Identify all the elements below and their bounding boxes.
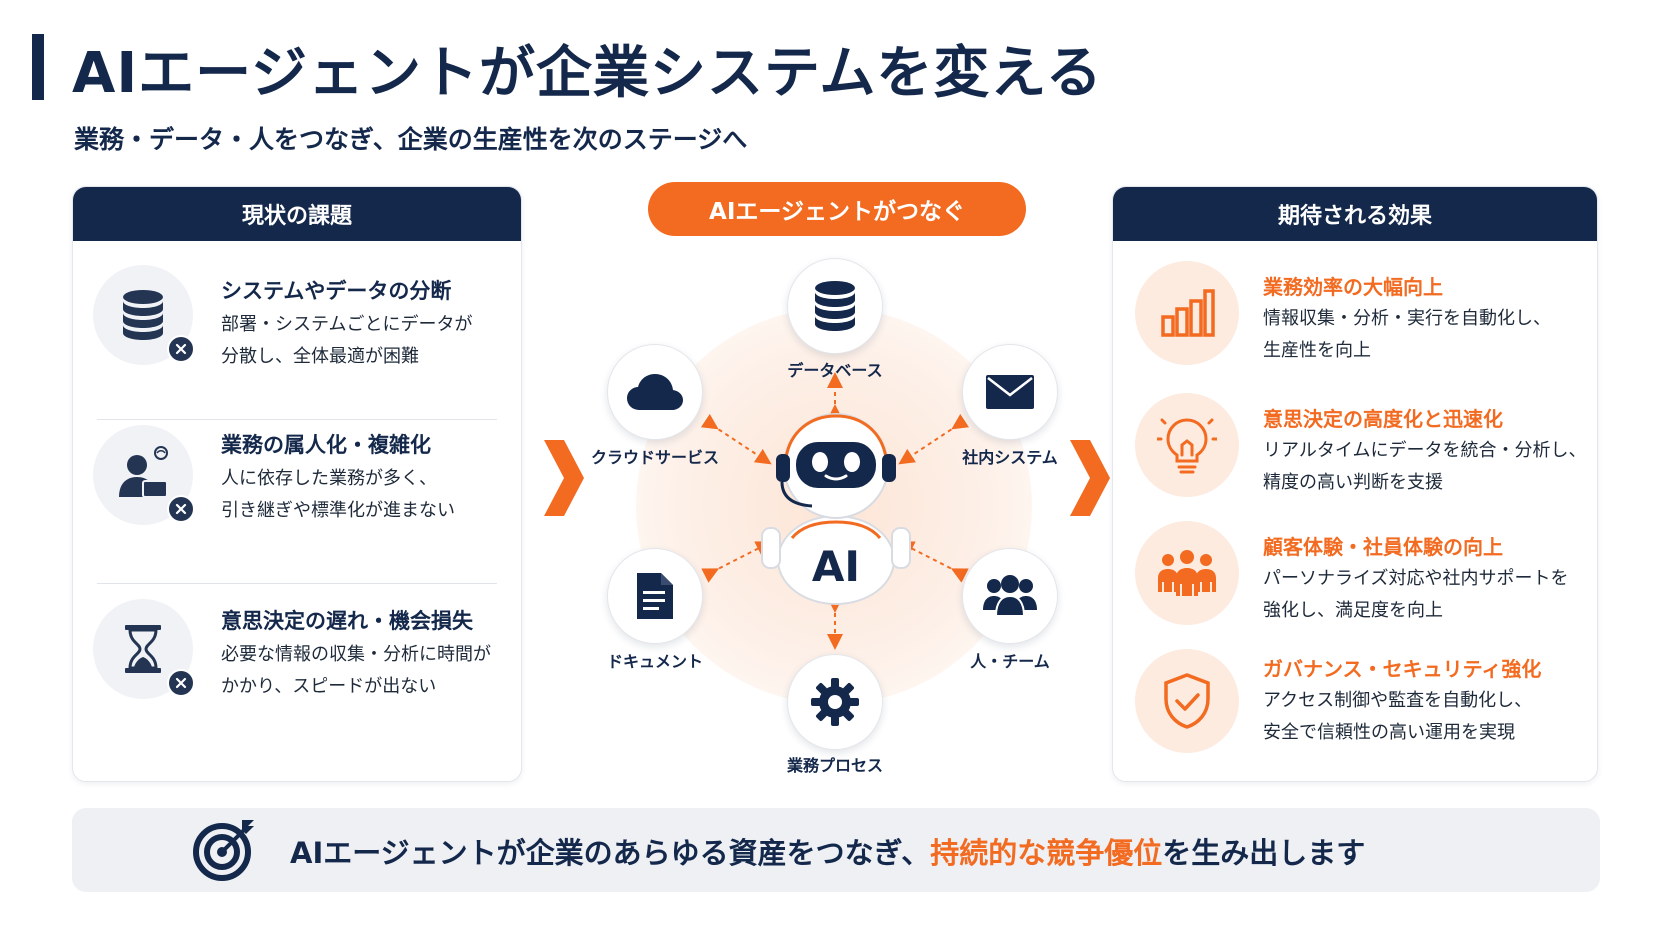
lightbulb-icon [1135,393,1239,497]
people-icon [1135,521,1239,625]
robot-ai-label: AI [811,542,861,591]
expected-effects-panel: 期待される効果 業務効率の大幅向上 情報収集・分析・実行を自動化し、 生産性を向… [1112,186,1598,782]
document-node-label: ドキュメント [606,652,703,671]
error-x-icon [167,495,195,523]
issue-desc-line1: 必要な情報の収集・分析に時間が [221,644,491,665]
effect-desc-line2: 安全で信頼性の高い運用を実現 [1263,722,1515,743]
team-icon [983,575,1037,617]
person-laptop-icon [93,425,195,525]
internal-system-node-label: 社内システム [962,448,1058,467]
shield-check-icon [1135,649,1239,753]
cloud-node [607,344,703,440]
error-x-icon [167,669,195,697]
effect-desc-line1: 情報収集・分析・実行を自動化し、 [1263,308,1551,329]
chevron-right-icon [1070,440,1110,516]
page-subtitle: 業務・データ・人をつなぎ、企業の生産性を次のステージへ [74,125,748,154]
footer-message: AIエージェントが企業のあらゆる資産をつなぎ、持続的な競争優位を生み出します [290,830,1365,872]
footer-highlight: 持続的な競争優位 [930,836,1163,870]
internal-system-node [962,344,1058,440]
database-icon [815,281,855,331]
issue-title: 意思決定の遅れ・機会損失 [221,609,473,633]
error-x-icon [167,335,195,363]
mail-icon [986,375,1034,409]
business-process-node-label: 業務プロセス [786,756,883,775]
issue-title: システムやデータの分断 [221,279,452,303]
ai-robot-icon [761,413,911,605]
database-icon [93,265,195,365]
business-process-node [787,654,883,750]
current-issues-panel: 現状の課題 システムやデータの分断 部署・システムごとにデータが 分散し、全体最… [72,186,522,782]
document-node [607,548,703,644]
effect-desc-line1: アクセス制御や監査を自動化し、 [1263,690,1533,711]
effect-desc-line2: 精度の高い判断を支援 [1263,472,1443,493]
issue-desc-line2: かかり、スピードが出ない [221,676,437,697]
divider [97,583,497,584]
page-title: AIエージェントが企業システムを変える [72,41,1103,106]
target-icon [193,820,254,881]
effect-title: 顧客体験・社員体験の向上 [1263,535,1503,559]
effect-desc-line2: 強化し、満足度を向上 [1263,600,1443,621]
cloud-node-label: クラウドサービス [590,448,719,467]
database-node-label: データベース [787,361,883,380]
cloud-icon [627,374,683,410]
issue-title: 業務の属人化・複雑化 [221,433,431,457]
effect-title: ガバナンス・セキュリティ強化 [1263,657,1542,681]
connection-arrows [700,372,970,650]
hourglass-icon [93,599,195,699]
database-node [787,258,883,354]
issue-desc-line1: 人に依存した業務が多く、 [221,468,437,489]
center-heading-pill: AIエージェントがつなぐ [648,182,1026,236]
effect-desc-line1: パーソナライズ対応や社内サポートを [1263,568,1569,589]
team-node-label: 人・チーム [970,652,1050,671]
footer-text-after: を生み出します [1162,836,1366,870]
effect-desc-line1: リアルタイムにデータを統合・分析し、 [1263,440,1587,461]
document-icon [637,573,673,619]
bar-chart-icon [1135,261,1239,365]
current-issues-heading: 現状の課題 [73,187,521,241]
issue-desc-line1: 部署・システムごとにデータが [221,314,473,335]
gear-icon [811,678,859,726]
footer-text-before: AIエージェントが企業のあらゆる資産をつなぎ、 [290,836,931,870]
divider [97,419,497,420]
effect-title: 業務効率の大幅向上 [1263,275,1443,299]
issue-desc-line2: 分散し、全体最適が困難 [221,346,419,367]
footer-banner: AIエージェントが企業のあらゆる資産をつなぎ、持続的な競争優位を生み出します [72,808,1600,892]
title-accent-bar [32,34,44,100]
chevron-right-icon [544,440,584,516]
issue-desc-line2: 引き継ぎや標準化が進まない [221,500,455,521]
expected-effects-heading: 期待される効果 [1113,187,1597,241]
effect-desc-line2: 生産性を向上 [1263,340,1371,361]
effect-title: 意思決定の高度化と迅速化 [1263,407,1503,431]
team-node [962,548,1058,644]
